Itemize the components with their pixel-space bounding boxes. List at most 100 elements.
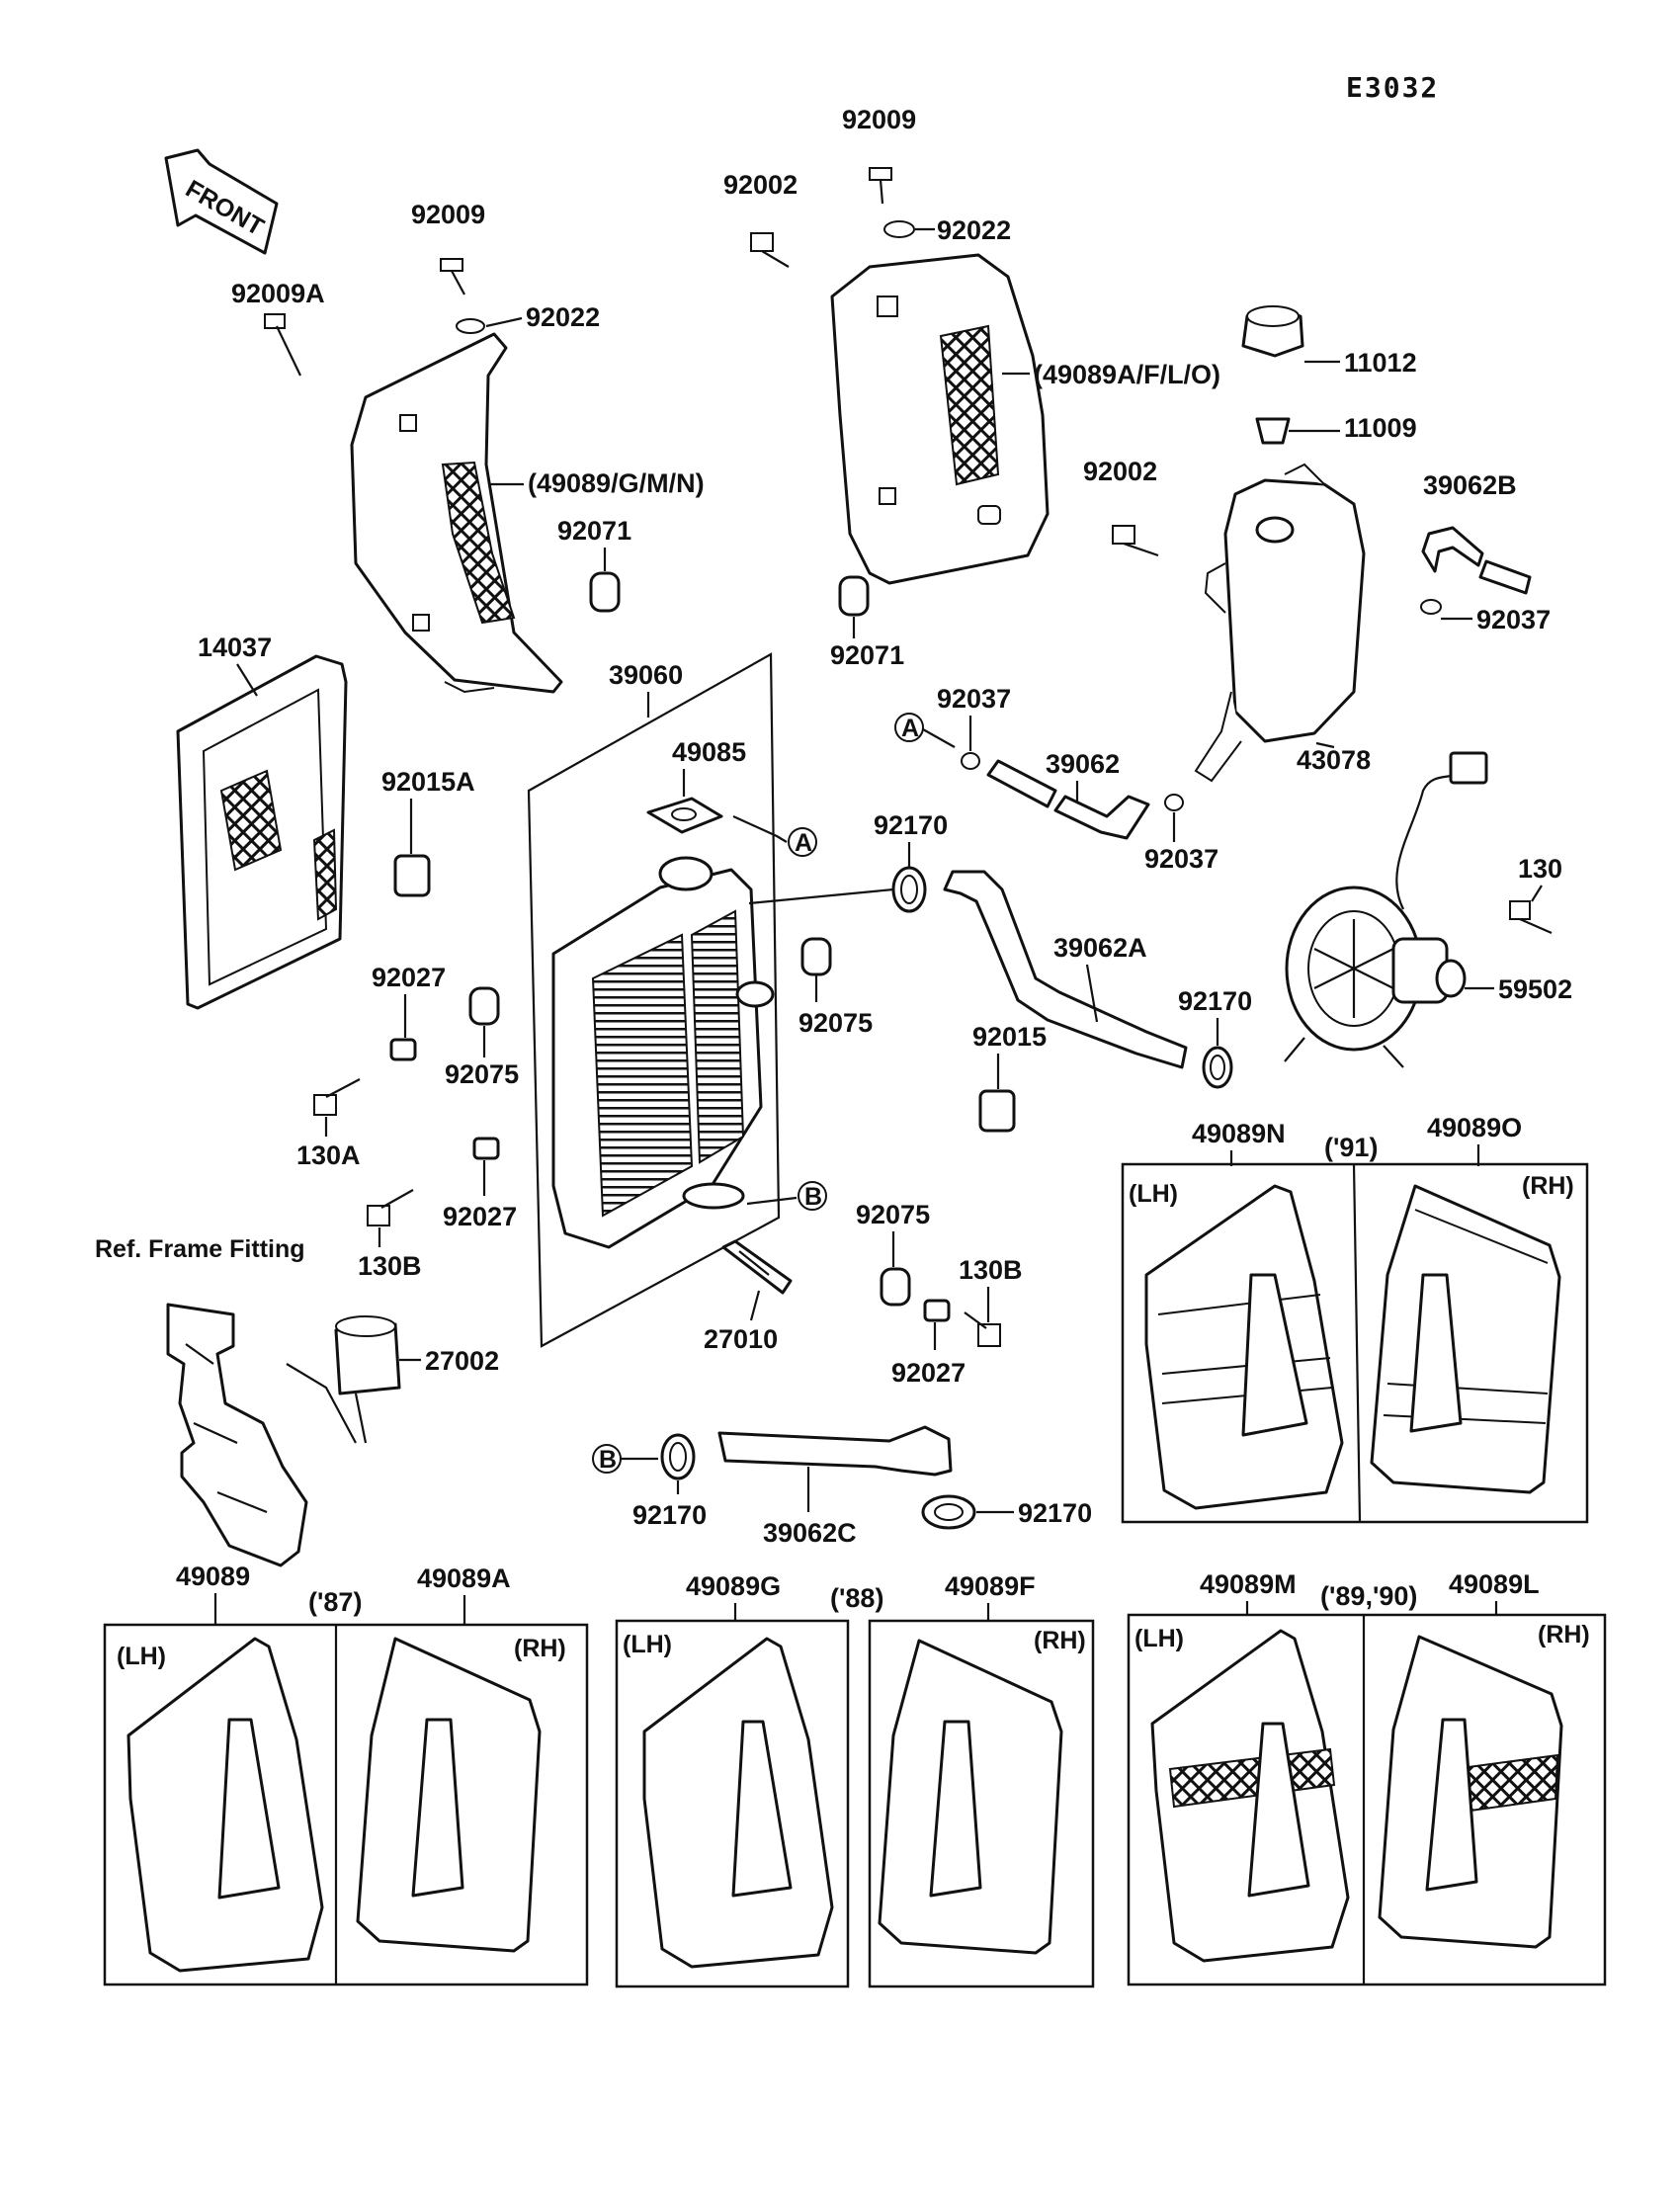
variant-box-88: 49089G ('88) 49089F (LH) (RH) xyxy=(615,1571,1095,1988)
clamp-92037-b xyxy=(1164,794,1184,811)
label-92027-b: 92027 xyxy=(443,1202,517,1231)
label-130B-right: 130B xyxy=(959,1255,1023,1285)
variant-8990-rh-part: 49089L xyxy=(1449,1569,1540,1599)
grommet-92071-mid xyxy=(838,575,870,617)
clamp-92037-right xyxy=(1420,599,1442,615)
label-92170-low: 92170 xyxy=(632,1500,707,1530)
label-39062C: 39062C xyxy=(763,1518,857,1548)
bolt-92009-top xyxy=(869,167,892,205)
bolt-130B-right xyxy=(964,1311,1001,1347)
variant-box-87: 49089 ('87) 49089A (LH) (RH) xyxy=(103,1562,589,1986)
label-39062A: 39062A xyxy=(1053,933,1147,963)
variant-88-year: ('88) xyxy=(830,1583,883,1613)
clamp-92170-top xyxy=(891,866,927,913)
grommet-92075-low xyxy=(880,1267,911,1307)
label-39060: 39060 xyxy=(609,660,683,690)
collar-92027-c xyxy=(923,1299,951,1322)
collar-92027-b xyxy=(472,1137,500,1160)
label-27002: 27002 xyxy=(425,1346,499,1376)
hose-39062 xyxy=(986,759,1150,840)
label-130B-left: 130B xyxy=(358,1251,422,1281)
bolt-130A xyxy=(313,1078,361,1116)
variant-88-rh: (RH) xyxy=(1034,1627,1086,1654)
label-92015A: 92015A xyxy=(381,767,475,797)
variant-8990-rh: (RH) xyxy=(1538,1621,1590,1648)
washer-92022-top xyxy=(883,220,915,238)
variant-8990-year: ('89,'90) xyxy=(1320,1581,1417,1611)
hose-39062A xyxy=(943,870,1188,1069)
variant-91-lh-part: 49089N xyxy=(1192,1119,1286,1148)
clamp-92170-mid xyxy=(1202,1046,1233,1089)
label-92037-b: 92037 xyxy=(1144,844,1218,874)
variant-91-rh-part: 49089O xyxy=(1427,1113,1522,1142)
label-92037-a: 92037 xyxy=(937,684,1011,714)
label-92075-low: 92075 xyxy=(856,1200,930,1229)
bolt-92009-left xyxy=(440,258,465,296)
marker-b-radiator xyxy=(798,1181,827,1211)
nut-92015 xyxy=(978,1089,1016,1133)
reservoir-tank xyxy=(1194,463,1366,783)
variant-box-8990: 49089M ('89,'90) 49089L (LH) (RH) xyxy=(1127,1569,1607,1986)
bolt-92002-mid xyxy=(1112,525,1159,557)
marker-a-hose xyxy=(894,713,924,742)
label-11009: 11009 xyxy=(1344,413,1417,443)
label-92075-mid: 92075 xyxy=(798,1008,873,1038)
clamp-92170-low xyxy=(660,1433,696,1480)
left-shroud xyxy=(350,332,563,694)
radiator-39060 xyxy=(551,856,775,1249)
variant-box-91: 49089N ('91) 49089O (LH) (RH) xyxy=(1121,1113,1589,1524)
label-92009A: 92009A xyxy=(231,279,325,308)
variant-8990-lh: (LH) xyxy=(1134,1625,1184,1652)
radiator-group-outline xyxy=(527,652,781,1348)
label-49089GMN: (49089/G/M/N) xyxy=(528,468,705,498)
diagram-code: E3032 xyxy=(1346,71,1439,104)
grommet-92075-mid xyxy=(800,937,832,976)
bolt-92002-top xyxy=(750,232,790,268)
frame-bracket xyxy=(166,1303,308,1567)
variant-87-lh: (LH) xyxy=(117,1643,166,1670)
variant-87-lh-part: 49089 xyxy=(176,1562,250,1591)
label-92027-a: 92027 xyxy=(372,963,446,992)
bolt-130 xyxy=(1509,900,1553,935)
label-43078: 43078 xyxy=(1297,745,1371,775)
grommet-92075-left xyxy=(468,986,500,1026)
marker-a-radiator-label: A xyxy=(795,829,812,857)
label-39062: 39062 xyxy=(1046,749,1120,779)
bolt-92009A xyxy=(264,313,301,377)
label-92002-mid: 92002 xyxy=(1083,457,1157,486)
label-92071-mid: 92071 xyxy=(830,640,904,670)
radiator-cap-49085 xyxy=(646,797,723,834)
collar-92027-a xyxy=(389,1038,417,1061)
nut-92015A xyxy=(393,854,431,897)
variant-91-rh: (RH) xyxy=(1522,1172,1574,1200)
label-92002-top: 92002 xyxy=(723,170,798,200)
front-arrow-icon: FRONT xyxy=(164,148,279,255)
clamp-92170-right xyxy=(921,1494,976,1530)
cooling-fan-59502 xyxy=(1284,751,1488,1068)
label-92015: 92015 xyxy=(972,1022,1047,1052)
label-92170-right: 92170 xyxy=(1018,1498,1092,1528)
label-92009-top: 92009 xyxy=(842,105,916,134)
label-92071-left: 92071 xyxy=(557,516,631,546)
label-92027-c: 92027 xyxy=(891,1358,966,1388)
variant-87-rh-part: 49089A xyxy=(417,1563,511,1593)
variant-91-year: ('91) xyxy=(1324,1133,1378,1162)
marker-a-radiator xyxy=(788,827,817,857)
variant-88-rh-part: 49089F xyxy=(945,1571,1036,1601)
variant-87-rh: (RH) xyxy=(514,1635,566,1662)
tank-cap-11012 xyxy=(1241,305,1304,358)
variant-91-lh: (LH) xyxy=(1129,1180,1178,1208)
marker-b-radiator-label: B xyxy=(804,1183,822,1211)
label-92170-mid: 92170 xyxy=(1178,986,1252,1016)
label-130: 130 xyxy=(1518,854,1562,884)
variant-8990-lh-part: 49089M xyxy=(1200,1569,1297,1599)
fan-relay-27002 xyxy=(334,1315,401,1444)
clamp-92037-a xyxy=(961,752,980,770)
marker-b-hose-label: B xyxy=(599,1446,617,1474)
label-49089AFLO: (49089A/F/L/O) xyxy=(1034,360,1220,389)
label-39062B: 39062B xyxy=(1423,470,1517,500)
radiator-louver-14037 xyxy=(176,654,348,1010)
label-92075-left: 92075 xyxy=(445,1059,519,1089)
label-14037: 14037 xyxy=(198,633,272,662)
